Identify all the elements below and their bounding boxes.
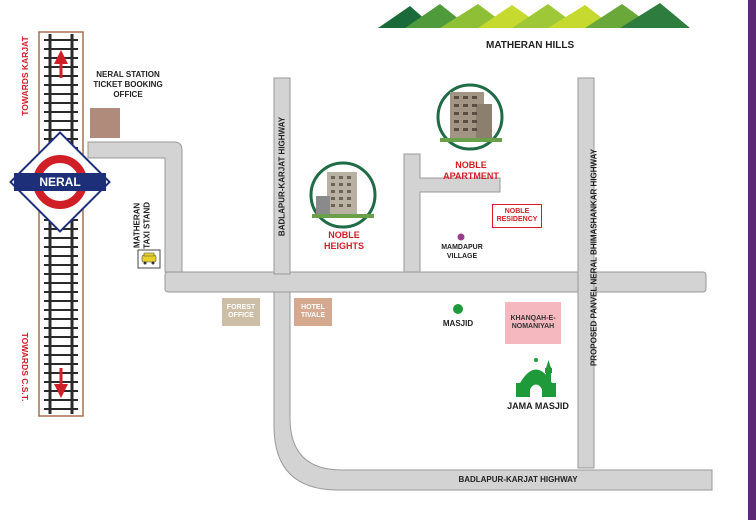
main-horizontal-road: [164, 271, 707, 293]
taxi-icon: [137, 249, 161, 269]
hotel-box: HOTEL TIVALE: [294, 298, 332, 326]
badlapur-bottom-road-label: BADLAPUR-KARJAT HIGHWAY: [458, 475, 578, 484]
station-name: NERAL: [39, 175, 81, 189]
badlapur-vertical-road-label: BADLAPUR-KARJAT HIGHWAY: [277, 116, 287, 237]
building-icon: [436, 83, 504, 151]
up-arrow-icon: [54, 50, 68, 78]
purple-edge-bar: [748, 0, 756, 520]
matheran-hills-graphic: [378, 3, 690, 28]
panvel-vertical-road: [577, 77, 595, 469]
noble-heights-label: NOBLE HEIGHTS: [323, 230, 364, 252]
ticket-office-marker: [90, 108, 120, 138]
badlapur-vertical-road: [273, 77, 291, 275]
noble-residency-box: NOBLE RESIDENCY: [492, 204, 542, 228]
ticket-office-label: NERAL STATION TICKET BOOKING OFFICE: [93, 70, 163, 99]
towards-cst-label: TOWARDS C.S.T.: [20, 332, 30, 402]
building-icon: [309, 161, 377, 229]
mamdapur-village-label: MAMDAPUR VILLAGE: [441, 244, 483, 260]
noble-apartment-road: [403, 153, 501, 273]
down-arrow-icon: [54, 368, 68, 398]
lower-loop-road: [273, 291, 713, 491]
mamdapur-village-marker: [457, 233, 465, 241]
neral-station-roundel-icon: [9, 131, 111, 233]
towards-karjat-label: TOWARDS KARJAT: [20, 36, 30, 116]
khanqah-box: KHANQAH-E- NOMANIYAH: [505, 302, 561, 344]
masjid-marker: [453, 304, 463, 314]
forest-office-box: FOREST OFFICE: [222, 298, 260, 326]
panvel-road-label: PROPOSED PANVEL NERAL BHIMASHANKAR HIGHW…: [589, 148, 599, 367]
taxi-stand-label: MATHERAN TAXI STAND: [132, 201, 152, 249]
jama-masjid-label: JAMA MASJID: [507, 401, 569, 411]
mosque-icon: [516, 358, 556, 397]
road-network: [87, 77, 713, 491]
matheran-hills-label: MATHERAN HILLS: [486, 40, 575, 51]
noble-apartment-label: NOBLE APARTMENT: [443, 160, 499, 182]
masjid-label: MASJID: [442, 319, 474, 328]
station-connector-road: [87, 141, 183, 273]
